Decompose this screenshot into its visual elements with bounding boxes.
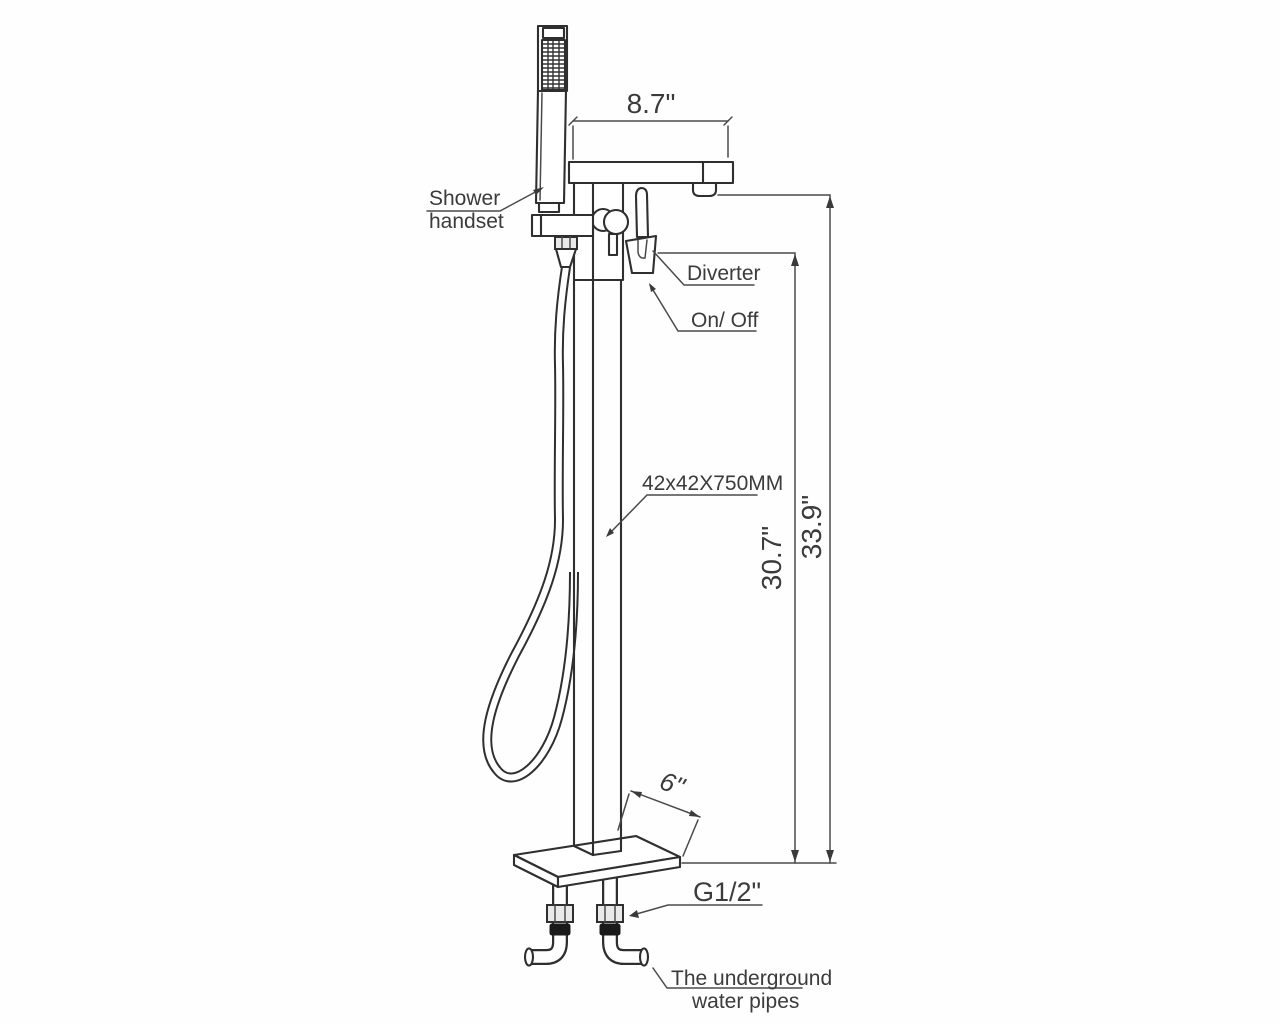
onoff-handle-graphic	[590, 207, 630, 257]
dim-spout-width: 8.7"	[568, 88, 733, 160]
diverter-lever	[634, 186, 650, 239]
hose-nut	[554, 236, 578, 250]
handle-stem	[607, 232, 619, 257]
hose-cone	[554, 247, 578, 269]
handset-holder-graphic	[530, 213, 595, 269]
label-thread-size-text: G1/2"	[693, 877, 761, 907]
dim-valve-height: 30.7"	[657, 252, 799, 864]
supply-pipe-right-graphic	[602, 872, 650, 967]
dim-spout-width-text: 8.7"	[627, 88, 676, 119]
label-onoff: On/ Off	[649, 283, 758, 332]
pipe-open-end	[523, 947, 535, 967]
label-shower-handset-text-2: handset	[429, 210, 504, 233]
spout-graphic	[567, 160, 735, 198]
label-onoff-text: On/ Off	[691, 309, 758, 332]
pipe-open-end	[638, 947, 650, 967]
diverter-graphic	[624, 186, 658, 275]
handset-top-cap	[541, 26, 566, 40]
spout-body	[567, 160, 735, 185]
label-diverter-text: Diverter	[687, 262, 761, 285]
connector-nut	[546, 904, 574, 923]
label-column-size: 42x42X750MM	[606, 472, 783, 537]
dim-valve-height-text: 30.7"	[756, 526, 787, 590]
dim-overall-height-text: 33.9"	[796, 495, 827, 559]
label-column-size-text: 42x42X750MM	[642, 472, 783, 495]
supply-pipe-left-graphic	[523, 878, 568, 967]
spray-face-grid	[540, 38, 567, 92]
label-underground-text-1: The underground	[671, 967, 832, 990]
label-shower-handset: Shower handset	[426, 187, 544, 233]
handle-knob	[602, 208, 630, 236]
dim-overall-height: 33.9"	[717, 194, 834, 864]
base-plate-edge-right	[556, 855, 682, 889]
column-graphic	[572, 278, 623, 857]
pipe-fitting-left	[546, 904, 574, 936]
pipe-seal-ring	[549, 923, 571, 936]
connector-nut	[596, 904, 624, 923]
dim-base-plate-text: 6"	[656, 765, 690, 802]
pipe-seal-ring	[599, 923, 621, 936]
shower-hose-graphic	[482, 266, 579, 783]
label-underground-pipes: The underground water pipes	[652, 967, 832, 1013]
spout-nozzle	[691, 181, 718, 198]
pipe-fitting-right	[596, 904, 624, 936]
label-thread-size: G1/2"	[629, 877, 763, 918]
label-diverter: Diverter	[652, 250, 761, 286]
diverter-body	[624, 234, 658, 275]
label-underground-text-2: water pipes	[691, 990, 799, 1013]
label-shower-handset-text-1: Shower	[429, 187, 500, 210]
base-plate-graphic	[512, 834, 682, 889]
shower-handset-graphic	[534, 24, 569, 214]
handset-end-cap	[537, 201, 561, 214]
